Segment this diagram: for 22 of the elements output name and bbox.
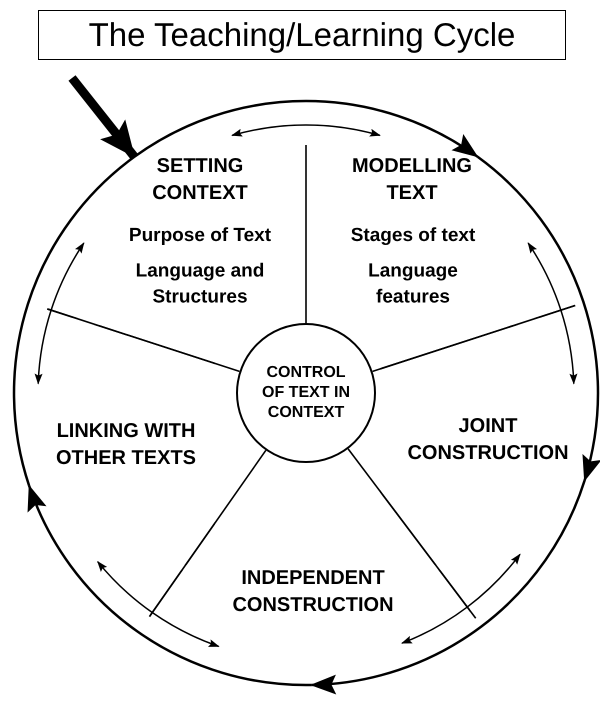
stage-note: Language and Structures <box>134 259 266 309</box>
stage-heading: INDEPENDENT CONSTRUCTION <box>231 566 395 618</box>
cycle-arrow <box>476 156 600 482</box>
stage-heading: MODELLING TEXT <box>351 154 473 206</box>
cycle-arrow <box>134 100 478 158</box>
cycle-line <box>13 156 136 486</box>
cycle-arrow <box>28 484 312 686</box>
double-headed-arrow <box>401 554 521 644</box>
stage-note: Stages of text <box>350 224 476 248</box>
double-headed-arrow <box>528 242 577 385</box>
diagram-title: The Teaching/Learning Cycle <box>38 10 566 60</box>
cycle-arrow <box>310 480 586 693</box>
stage-heading: JOINT CONSTRUCTION <box>406 414 570 466</box>
entry-arrow <box>68 75 138 160</box>
stage-note: Purpose of Text <box>128 224 272 248</box>
stage-note: Language features <box>367 259 459 309</box>
stage-heading: LINKING WITH OTHER TEXTS <box>54 419 197 471</box>
double-headed-arrow <box>35 242 84 385</box>
center-circle: CONTROL OF TEXT IN CONTEXT <box>236 323 376 463</box>
double-headed-arrow <box>97 560 220 648</box>
stage-heading: SETTING CONTEXT <box>151 154 249 206</box>
double-headed-arrow <box>231 124 381 138</box>
